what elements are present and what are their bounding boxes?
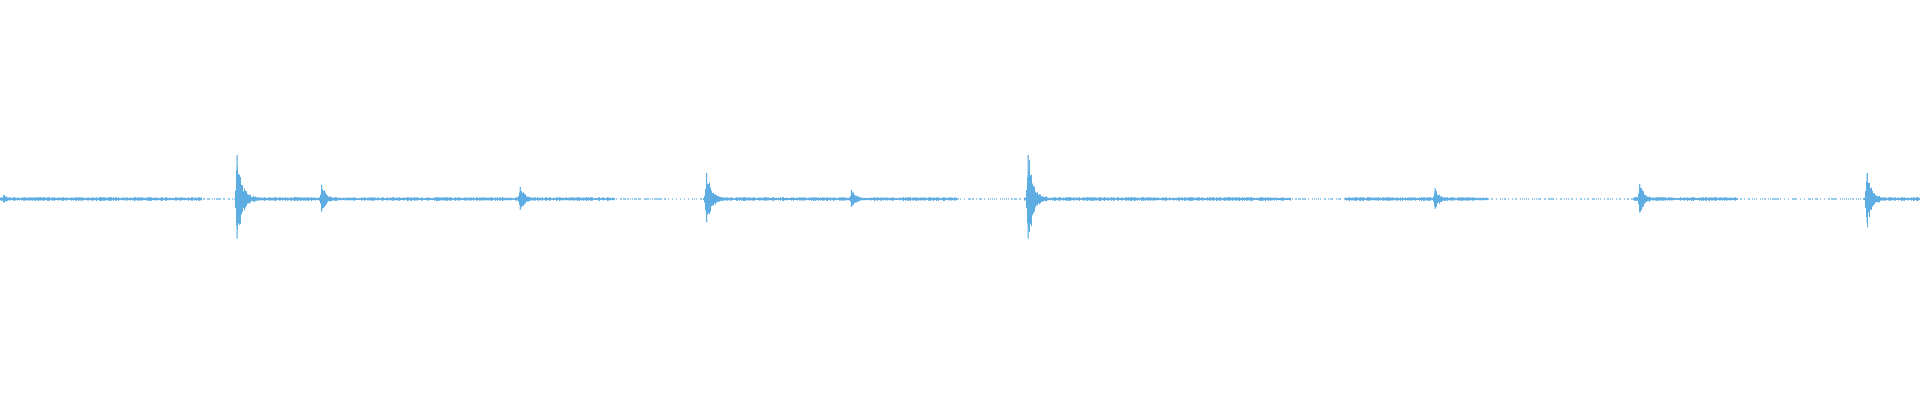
waveform-samples bbox=[0, 160, 1920, 232]
waveform-trace bbox=[0, 155, 1920, 239]
